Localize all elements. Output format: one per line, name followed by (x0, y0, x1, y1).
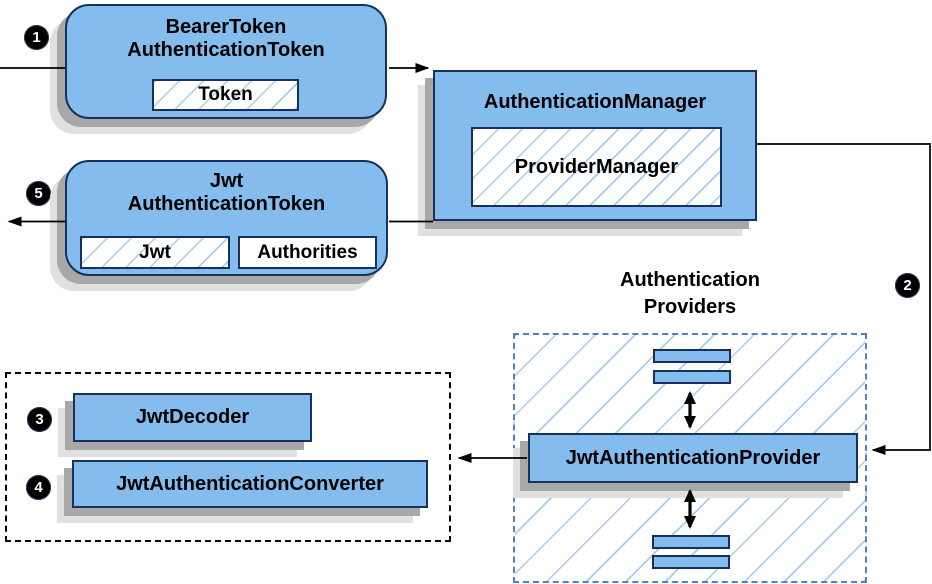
field-provider-manager-label: ProviderManager (514, 155, 679, 178)
jwt-token-title: Jwt AuthenticationToken (67, 162, 386, 216)
step-1-badge: 1 (24, 25, 49, 50)
node-bearer-token-authentication-token: BearerToken AuthenticationToken Token (65, 4, 387, 119)
field-authorities-label: Authorities (257, 241, 358, 263)
provider-slot-bar (653, 349, 731, 363)
jwt-authentication-provider-label: JwtAuthenticationProvider (565, 446, 821, 469)
step-1-number: 1 (32, 29, 41, 46)
node-jwt-authentication-converter: JwtAuthenticationConverter (72, 460, 428, 508)
step-5-badge: 5 (26, 181, 51, 206)
step-2-number: 2 (903, 277, 912, 294)
provider-slot-bar (652, 535, 730, 549)
step-3-number: 3 (35, 411, 44, 428)
providers-group-label-line2: Providers (643, 296, 737, 318)
providers-group-label: Authentication Providers (565, 267, 815, 321)
provider-slot-bar (652, 555, 730, 569)
field-authorities: Authorities (238, 236, 377, 269)
jwt-authentication-converter-label: JwtAuthenticationConverter (116, 472, 384, 495)
jwt-helpers-group-region (5, 372, 451, 542)
jwt-decoder-label: JwtDecoder (135, 406, 250, 428)
authentication-manager-title: AuthenticationManager (483, 91, 707, 113)
step-3-badge: 3 (27, 407, 52, 432)
step-4-number: 4 (34, 479, 43, 496)
step-4-badge: 4 (26, 475, 51, 500)
node-jwt-decoder: JwtDecoder (73, 393, 312, 442)
provider-slot-bar (653, 370, 731, 384)
step-5-number: 5 (34, 185, 43, 202)
field-token-label: Token (198, 84, 253, 105)
field-jwt: Jwt (80, 236, 230, 269)
field-token: Token (152, 79, 299, 111)
node-jwt-authentication-token: Jwt AuthenticationToken Jwt Authorities (65, 160, 388, 276)
field-jwt-label: Jwt (139, 241, 171, 263)
jwt-token-title-line2: AuthenticationToken (127, 193, 326, 215)
field-provider-manager: ProviderManager (471, 127, 722, 207)
step-2-badge: 2 (895, 273, 920, 298)
bearer-token-title: BearerToken AuthenticationToken (67, 6, 385, 62)
jwt-token-title-line1: Jwt (209, 170, 244, 192)
bearer-token-title-line2: AuthenticationToken (127, 39, 325, 61)
providers-group-label-line1: Authentication (620, 269, 760, 291)
bearer-token-title-line1: BearerToken (165, 16, 287, 38)
node-jwt-authentication-provider: JwtAuthenticationProvider (528, 433, 858, 483)
node-authentication-manager: AuthenticationManager ProviderManager (433, 70, 757, 221)
